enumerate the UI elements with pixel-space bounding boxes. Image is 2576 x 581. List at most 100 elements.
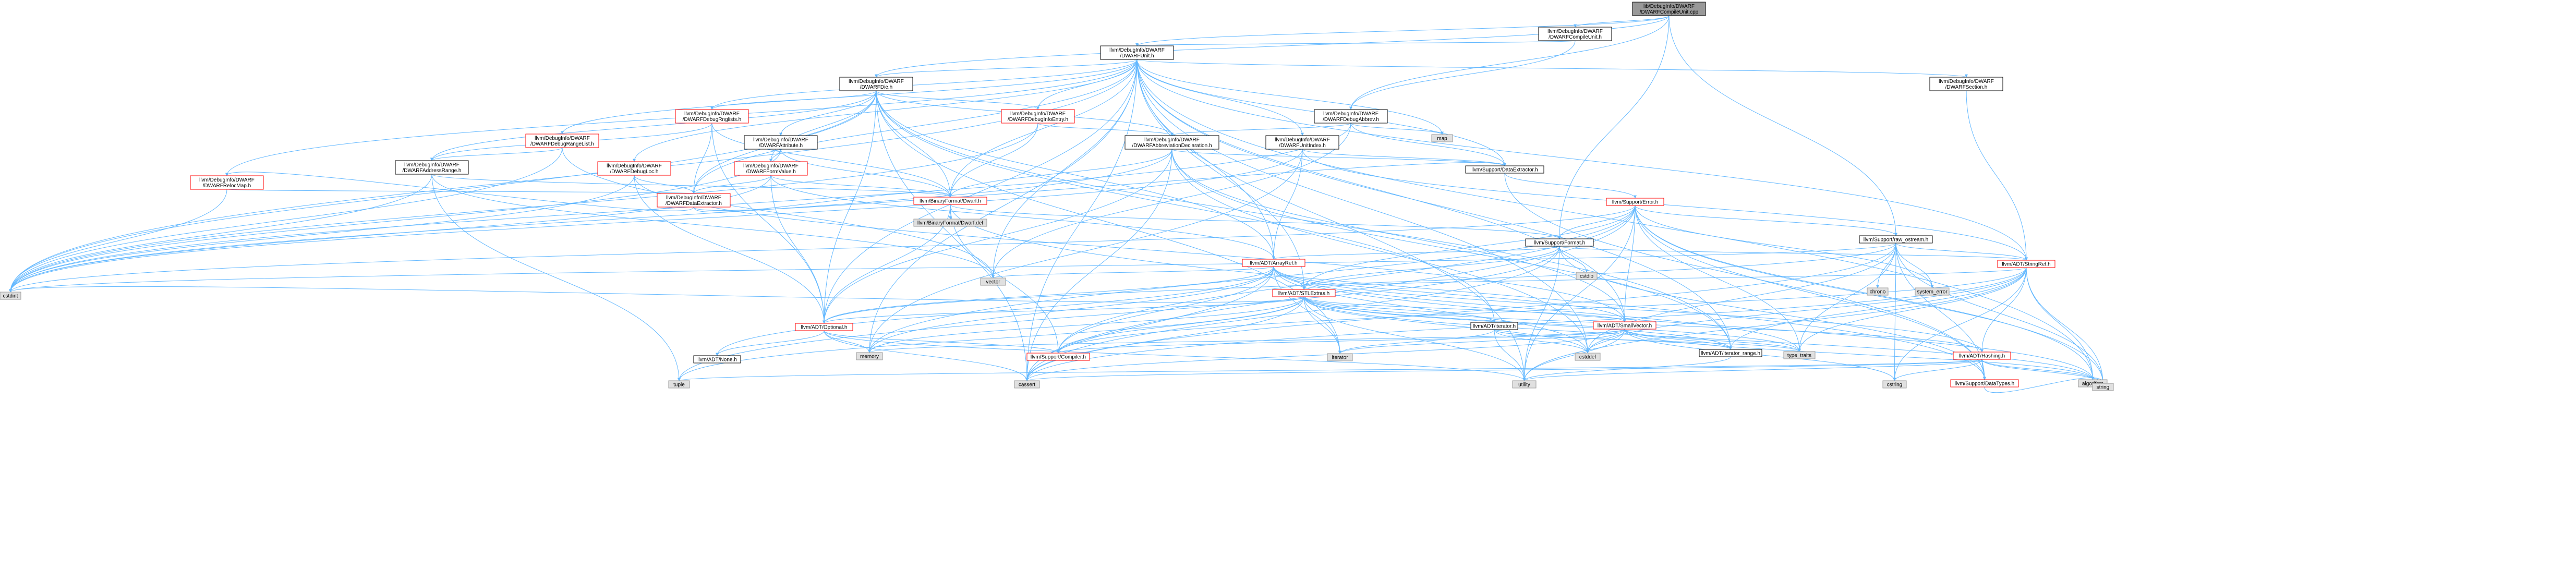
- edge-stringref_h-to-cassert: [1025, 267, 2027, 381]
- edge-unit_h-to-optional_h: [823, 59, 1138, 324]
- edge-unit_h-to-rangelist_h: [561, 59, 1138, 135]
- edge-error_h-to-system_error: [1635, 205, 1934, 288]
- edge-stringref_h-to-hashing_h: [1980, 267, 2027, 353]
- node-label: /DWARFDataExtractor.h: [666, 201, 722, 207]
- edge-dbgabbrev_h-to-cstdint: [9, 123, 1351, 293]
- node-error_h[interactable]: llvm/Support/Error.h: [1606, 198, 1664, 206]
- node-map: map: [1431, 134, 1453, 142]
- node-debugloc_h[interactable]: llvm/DebugInfo/DWARF/DWARFDebugLoc.h: [597, 161, 671, 176]
- edge-smallvector_h-to-iterrange_h: [1624, 329, 1732, 350]
- node-box: [1699, 349, 1762, 357]
- node-arrayref_h[interactable]: llvm/ADT/ArrayRef.h: [1242, 259, 1305, 267]
- node-stlextras_h[interactable]: llvm/ADT/STLExtras.h: [1272, 289, 1336, 297]
- node-box: [980, 277, 1006, 286]
- node-unit_h[interactable]: llvm/DebugInfo/DWARF/DWARFUnit.h: [1100, 45, 1174, 60]
- edge-abbrevdecl_h-to-dwarf_h: [949, 149, 1172, 198]
- node-iterrange_h[interactable]: llvm/ADT/iterator_range.h: [1699, 349, 1762, 357]
- node-label: llvm/ADT/iterator.h: [1473, 324, 1516, 330]
- edge-abbrevdecl_h-to-cstdint: [9, 149, 1172, 293]
- node-box: [2092, 383, 2114, 391]
- edge-optional_h-to-compiler_h: [824, 330, 1060, 354]
- node-box: [1953, 352, 2011, 360]
- edge-smallvector_h-to-cassert: [1025, 329, 1625, 381]
- edge-arrayref_h-to-algorithm: [1273, 266, 2095, 380]
- edge-format_h-to-utility: [1522, 246, 1560, 381]
- edge-die_h-to-rnglists_h: [710, 90, 877, 110]
- node-rangelist_h[interactable]: llvm/DebugInfo/DWARF/DWARFDebugRangeList…: [525, 134, 599, 148]
- edge-unit_h-to-dbginfoentry_h: [1036, 59, 1138, 110]
- edge-stlextras_h-to-optional_h: [823, 296, 1304, 324]
- edge-arrayref_h-to-compiler_h: [1057, 266, 1274, 354]
- edge-smallvector_h-to-iterator: [1338, 329, 1625, 354]
- node-rawostream_h[interactable]: llvm/Support/raw_ostream.h: [1859, 235, 1933, 244]
- edge-dbgabbrev_h-to-vector: [991, 123, 1351, 279]
- edge-arrayref_h-to-smallvector_h: [1273, 266, 1626, 322]
- edge-die_h-to-dwarf_h: [876, 90, 952, 198]
- node-optional_h[interactable]: llvm/ADT/Optional.h: [795, 323, 853, 331]
- node-box: [1014, 380, 1040, 389]
- node-label: llvm/DebugInfo/DWARF: [1275, 137, 1330, 143]
- edge-stlextras_h-to-cstddef: [1303, 296, 1589, 354]
- node-format_h[interactable]: llvm/Support/Format.h: [1525, 238, 1594, 247]
- node-relocmap_h[interactable]: llvm/DebugInfo/DWARF/DWARFRelocMap.h: [190, 175, 264, 190]
- edge-unit_h-to-arrayref_h: [1136, 59, 1275, 260]
- node-label: /DWARFRelocMap.h: [203, 183, 251, 189]
- node-addrrange_h[interactable]: llvm/DebugInfo/DWARF/DWARFAddressRange.h: [395, 160, 469, 175]
- edge-error_h-to-rawostream_h: [1635, 205, 1897, 236]
- edge-rawostream_h-to-stringref_h: [1895, 243, 2028, 261]
- node-box: [1265, 135, 1339, 150]
- node-hashing_h[interactable]: llvm/ADT/Hashing.h: [1953, 352, 2011, 360]
- node-datatypes_h[interactable]: llvm/Support/DataTypes.h: [1950, 379, 2019, 388]
- node-compiler_h[interactable]: llvm/Support/Compiler.h: [1026, 353, 1090, 361]
- edge-root-to-dbgabbrev_h: [1349, 15, 1670, 110]
- node-dwarf_h[interactable]: llvm/BinaryFormat/Dwarf.h: [913, 197, 987, 205]
- node-die_h[interactable]: llvm/DebugInfo/DWARF/DWARFDie.h: [839, 77, 913, 91]
- node-dwarfdataext_h[interactable]: llvm/DebugInfo/DWARF/DWARFDataExtractor.…: [657, 193, 731, 208]
- edge-hashing_h-to-string: [1981, 359, 2105, 384]
- node-stringref_h[interactable]: llvm/ADT/StringRef.h: [1997, 260, 2055, 268]
- node-section_h[interactable]: llvm/DebugInfo/DWARF/DWARFSection.h: [1929, 77, 2003, 91]
- node-label: llvm/DebugInfo/DWARF: [535, 136, 590, 141]
- node-box: [1882, 380, 1907, 389]
- node-smallvector_h[interactable]: llvm/ADT/SmallVector.h: [1593, 321, 1656, 330]
- node-box: [795, 323, 853, 331]
- edge-smallvector_h-to-algorithm: [1624, 329, 2095, 380]
- node-formvalue_h[interactable]: llvm/DebugInfo/DWARF/DWARFFormValue.h: [734, 161, 808, 176]
- node-label: llvm/DebugInfo/DWARF: [1939, 79, 1994, 84]
- edges-layer: [9, 15, 2105, 393]
- edge-dbginfoentry_h-to-dwarf_h: [949, 123, 1038, 198]
- node-abbrevdecl_h[interactable]: llvm/DebugInfo/DWARF/DWARFAbbreviationDe…: [1124, 135, 1219, 150]
- node-iterator_h[interactable]: llvm/ADT/iterator.h: [1470, 322, 1518, 330]
- node-unitindex_h[interactable]: llvm/DebugInfo/DWARF/DWARFUnitIndex.h: [1265, 135, 1339, 150]
- node-box: [1512, 380, 1537, 389]
- node-box: [1314, 109, 1388, 124]
- node-rnglists_h[interactable]: llvm/DebugInfo/DWARF/DWARFDebugRnglists.…: [675, 109, 749, 124]
- edge-iterator_h-to-cstddef: [1494, 329, 1589, 354]
- node-dbginfoentry_h[interactable]: llvm/DebugInfo/DWARF/DWARFDebugInfoEntry…: [1001, 109, 1075, 124]
- edge-rawostream_h-to-system_error: [1895, 243, 1934, 288]
- edge-hashing_h-to-tuple: [678, 359, 1982, 381]
- node-box: [856, 352, 883, 360]
- edge-format_h-to-stringref_h: [1559, 246, 2028, 261]
- edge-rnglists_h-to-optional_h: [711, 123, 826, 324]
- edge-unitindex_h-to-stringref_h: [1302, 149, 2028, 261]
- node-dataext_h[interactable]: llvm/Support/DataExtractor.h: [1465, 165, 1544, 174]
- node-dbgabbrev_h[interactable]: llvm/DebugInfo/DWARF/DWARFDebugAbbrev.h: [1314, 109, 1388, 124]
- node-attribute_h[interactable]: llvm/DebugInfo/DWARF/DWARFAttribute.h: [744, 135, 818, 150]
- node-label: llvm/ADT/Hashing.h: [1959, 354, 2005, 359]
- edge-abbrevdecl_h-to-cstddef: [1171, 149, 1589, 354]
- node-label: memory: [860, 354, 879, 360]
- node-box: [597, 161, 671, 176]
- edge-addrrange_h-to-tuple: [431, 174, 681, 381]
- edge-formvalue_h-to-dwarf_h: [770, 175, 952, 198]
- node-box: [1950, 379, 2019, 388]
- node-none_h[interactable]: llvm/ADT/None.h: [693, 355, 741, 364]
- node-dwarf_def: llvm/BinaryFormat/Dwarf.def: [913, 219, 987, 227]
- node-cstring: cstring: [1882, 380, 1907, 389]
- node-box: [744, 135, 818, 150]
- node-label: llvm/DebugInfo/DWARF: [199, 177, 255, 183]
- node-string: string: [2092, 383, 2114, 391]
- node-label: cstring: [1887, 382, 1902, 388]
- edge-arrayref_h-to-none_h: [716, 266, 1274, 356]
- node-cu_h[interactable]: llvm/DebugInfo/DWARF/DWARFCompileUnit.h: [1538, 27, 1612, 41]
